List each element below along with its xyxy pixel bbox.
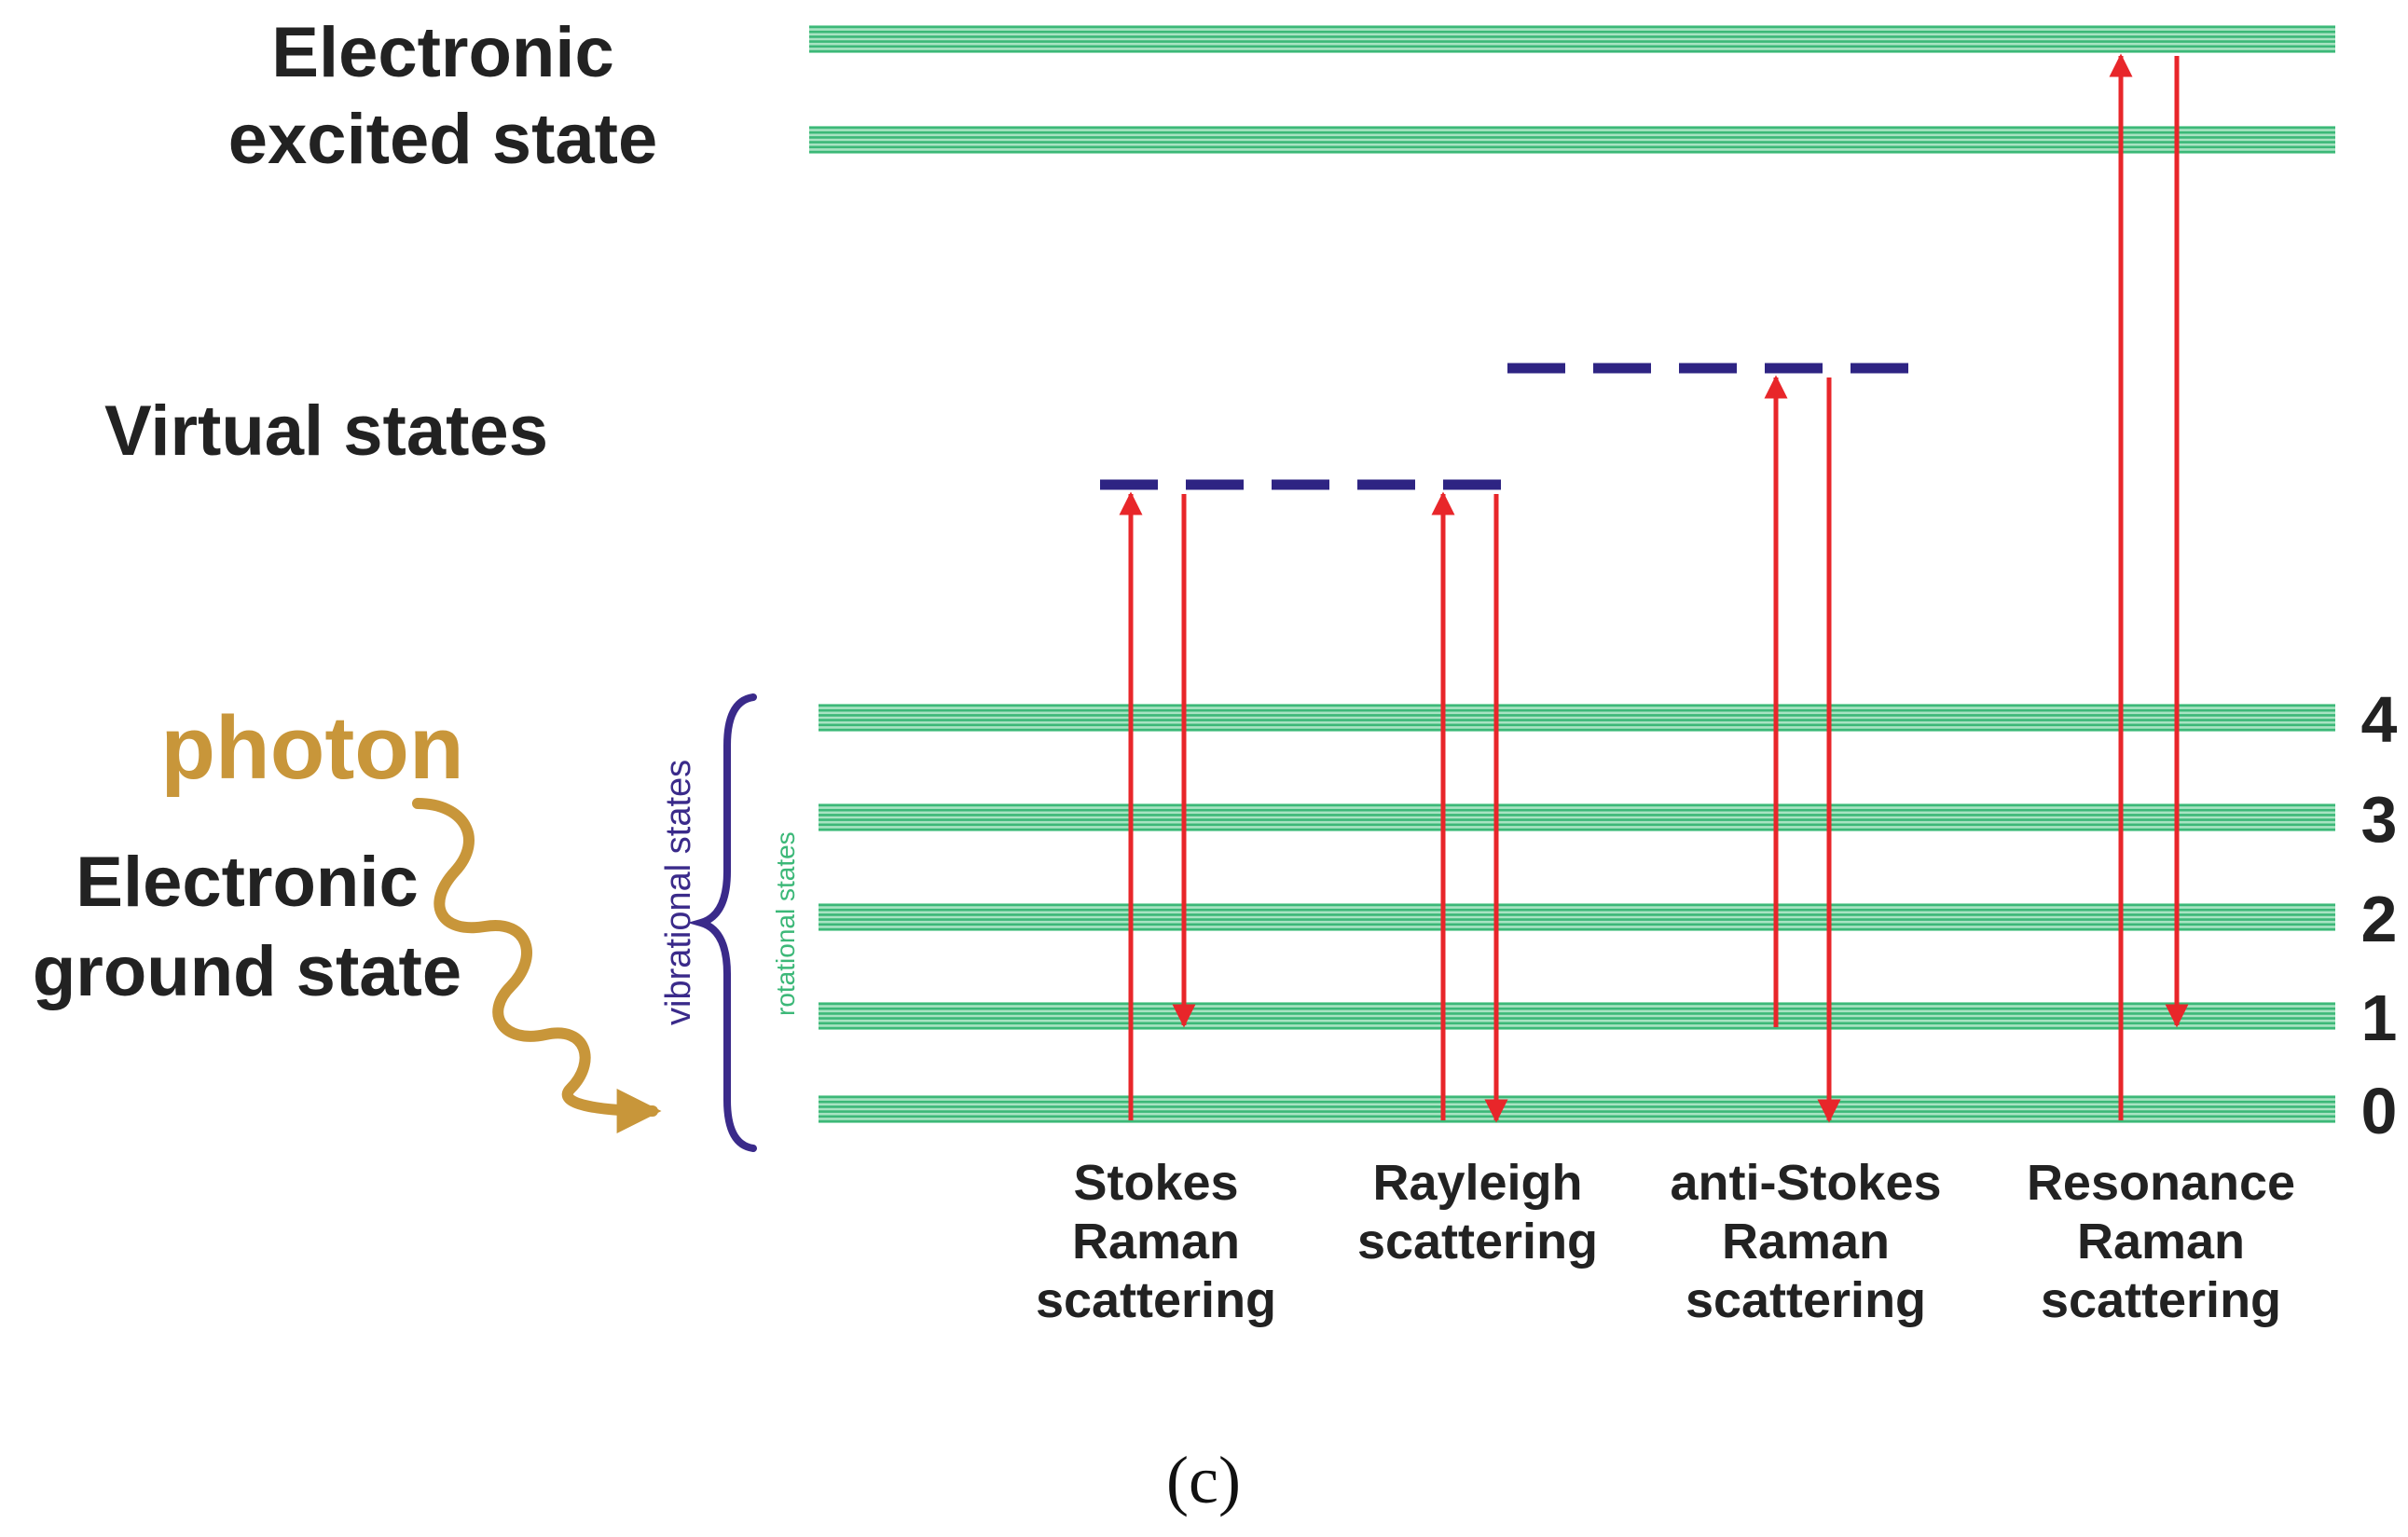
virtual-states-label: Virtual states bbox=[104, 391, 548, 471]
level-number-4: 4 bbox=[2361, 683, 2398, 756]
level-number-1: 1 bbox=[2361, 981, 2398, 1054]
process-label-line: Rayleigh bbox=[1372, 1155, 1582, 1211]
process-label-line: Raman bbox=[2077, 1214, 2245, 1269]
excited-level-lower bbox=[809, 126, 2335, 154]
excited-state-label-line1: Electronic bbox=[271, 13, 613, 92]
vibrational-levels bbox=[819, 704, 2335, 1123]
vibrational-states-label: vibrational states bbox=[659, 760, 698, 1025]
vibrational-brace bbox=[687, 693, 757, 1152]
vibrational-level-3 bbox=[819, 803, 2335, 831]
ground-state-label-line1: Electronic bbox=[76, 843, 418, 922]
process-label-line: anti-Stokes bbox=[1670, 1155, 1941, 1211]
vibrational-level-4 bbox=[819, 704, 2335, 732]
photon-label: photon bbox=[160, 698, 463, 798]
process-label-line: scattering bbox=[1686, 1272, 1926, 1328]
virtual-states bbox=[1100, 363, 1920, 490]
level-number-0: 0 bbox=[2361, 1075, 2398, 1147]
excited-levels bbox=[809, 25, 2335, 154]
process-label-line: Raman bbox=[1072, 1214, 1240, 1269]
photon-wave-arrow bbox=[412, 798, 662, 1133]
vibrational-level-0 bbox=[819, 1095, 2335, 1123]
vibrational-level-2 bbox=[819, 903, 2335, 931]
transition-arrows bbox=[1119, 53, 2189, 1123]
level-number-2: 2 bbox=[2361, 883, 2398, 955]
rotational-states-label: rotational states bbox=[771, 831, 800, 1016]
ground-state-label-line2: ground state bbox=[33, 932, 461, 1011]
process-label-line: scattering bbox=[2041, 1272, 2281, 1328]
figure-caption: (c) bbox=[1166, 1443, 1241, 1517]
process-label-line: Stokes bbox=[1073, 1155, 1238, 1211]
level-number-3: 3 bbox=[2361, 783, 2398, 856]
process-label-line: scattering bbox=[1357, 1214, 1598, 1269]
vibrational-level-1 bbox=[819, 1002, 2335, 1030]
process-label-line: Raman bbox=[1722, 1214, 1890, 1269]
excited-state-label-line2: excited state bbox=[228, 100, 657, 179]
process-label-line: Resonance bbox=[2027, 1155, 2295, 1211]
excited-level-upper bbox=[809, 25, 2335, 53]
level-numbers: 4 3 2 1 0 bbox=[2361, 683, 2398, 1147]
process-label-line: scattering bbox=[1036, 1272, 1276, 1328]
